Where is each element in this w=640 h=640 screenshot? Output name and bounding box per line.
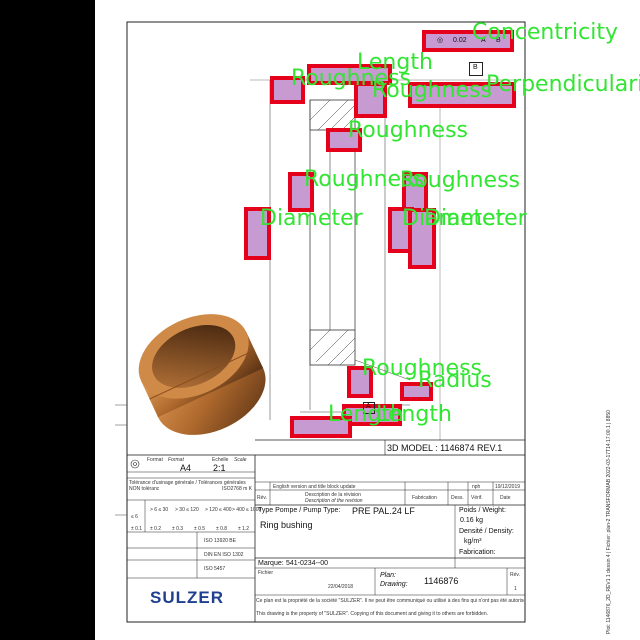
concentricity-value: 0.02	[453, 37, 467, 44]
datum-b-ref: B	[496, 37, 501, 44]
tol-row-1: ± 0.2	[150, 526, 162, 532]
fab-header: Fabrication	[412, 495, 437, 501]
marque-label: Marque:	[258, 560, 284, 567]
desc-header: Description de la révision	[305, 492, 361, 498]
plan-label: Plan:	[380, 572, 396, 579]
scale-value: 2:1	[213, 463, 226, 473]
revision-designer: nph	[472, 484, 481, 490]
weight-label: Poids / Weight:	[459, 507, 506, 514]
roughness-box-4	[288, 172, 314, 212]
drawing-label: Drawing:	[380, 581, 408, 588]
label-diameter-2: Diameter	[402, 206, 505, 231]
label-length-3: Length	[328, 402, 404, 427]
diameter-box-1	[244, 207, 271, 260]
tolerance-line-2: NON toléranc	[129, 486, 160, 492]
roughness-box-2	[354, 82, 387, 118]
datum-a-label: A	[366, 403, 371, 410]
label-length-2: Length	[376, 402, 452, 427]
length-box	[307, 64, 392, 85]
perpendicularity-box	[408, 82, 516, 108]
format-label-fr: Format	[147, 457, 163, 463]
scale-label: Scale	[234, 457, 247, 463]
rev-number: 1	[514, 586, 517, 592]
revision-note: English version and title block update	[273, 484, 356, 490]
datum-b-frame	[469, 62, 483, 76]
part-name: Ring bushing	[260, 520, 313, 530]
tol-header-0: ≤ 6	[131, 514, 138, 520]
label-roughness-5: Roughness	[400, 168, 521, 193]
drawing-number: 1146876	[424, 576, 459, 586]
radius-box	[400, 382, 433, 401]
tol-header-1: > 6 ≤ 30	[150, 507, 169, 513]
tolerance-std: ISO2768 m K	[222, 486, 253, 492]
pump-type-label: Type Pompe / Pump Type:	[258, 507, 341, 514]
format-value: A4	[180, 463, 192, 473]
tol-row-0: ± 0.1	[131, 526, 143, 532]
label-length: Length	[357, 50, 433, 75]
process-std-2: DIN EN ISO 1302	[204, 552, 244, 558]
label-roughness-6: Roughness	[362, 356, 483, 381]
concentricity-box	[422, 30, 514, 52]
sulzer-logo: SULZER	[150, 588, 224, 607]
3d-model-title: 3D MODEL : 1146874 REV.1	[387, 443, 503, 453]
roughness-box-6	[347, 366, 373, 398]
process-std-3: ISO 5457	[204, 566, 226, 572]
length-box-3	[290, 416, 352, 438]
format-label: Format	[168, 457, 184, 463]
label-perpendicularity: Perpendicularity	[486, 72, 640, 97]
tol-row-2: ± 0.3	[172, 526, 184, 532]
roughness-box-3	[326, 128, 362, 152]
process-std-1: ISO 13920 BE	[204, 538, 236, 544]
dess-header: Dess.	[451, 495, 464, 501]
roughness-box-1	[270, 76, 305, 104]
label-roughness-4: Roughness	[304, 167, 425, 192]
desc-header-en: Description of the revision	[305, 498, 363, 504]
fichier-label: Fichier	[258, 570, 274, 576]
tol-row-4: ± 0.8	[216, 526, 228, 532]
datum-a-frame	[363, 402, 375, 414]
diameter-box-3	[408, 208, 436, 269]
weight-value: 0.16 kg	[460, 517, 483, 524]
label-roughness-2: Roughness	[372, 78, 493, 103]
scale-label-fr: Echelle	[212, 457, 229, 463]
tol-header-2: > 30 ≤ 120	[175, 507, 199, 513]
tol-row-3: ± 0.5	[194, 526, 206, 532]
label-concentricity: Concentricity	[472, 20, 618, 45]
date-header: Date	[500, 495, 511, 501]
label-radius: Radius	[418, 368, 492, 393]
tol-row-5: ± 1.2	[238, 526, 250, 532]
rev-header: Rév.	[257, 495, 267, 501]
datum-b-label: B	[473, 64, 478, 71]
revision-date: 19/12/2019	[495, 484, 521, 490]
side-strip	[547, 0, 640, 640]
label-diameter-3: Diameter	[424, 206, 527, 231]
pump-type-value: PRE PAL.24 LF	[352, 506, 415, 516]
marque-value: 541-0234--00	[286, 560, 329, 567]
legal-fr: Ce plan est la propriété de la société "…	[256, 598, 524, 604]
density-label: Densité / Density:	[459, 528, 514, 535]
tol-header-4: > 400 ≤ 1000	[232, 507, 262, 513]
rev-number-label: Rév.	[510, 572, 520, 578]
label-roughness-3: Roughness	[348, 118, 469, 143]
side-plot-text: Plot: 1146876_2D_REV1 1 dessin 4 | Fichi…	[606, 410, 612, 634]
tol-header-3: > 120 ≤ 400	[205, 507, 232, 513]
datum-a: A	[481, 37, 486, 44]
density-unit: kg/m³	[464, 538, 482, 545]
legal-en: This drawing is the property of "SULZER"…	[256, 611, 489, 617]
length-box-2	[342, 404, 402, 426]
label-diameter-1: Diameter	[260, 206, 363, 231]
tolerance-line-1: Tolérance d'usinage générale / Tolérance…	[129, 480, 246, 486]
verif-header: Vérif.	[471, 495, 483, 501]
footer-date: 22/04/2018	[328, 584, 354, 590]
label-roughness-1: Roughness	[291, 66, 412, 91]
fabrication-label: Fabrication:	[459, 549, 496, 556]
concentricity-symbol: ◎	[437, 37, 444, 44]
